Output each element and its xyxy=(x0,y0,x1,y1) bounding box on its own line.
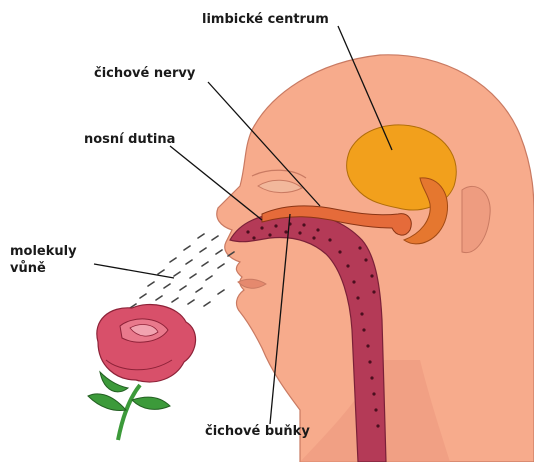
label-scent-molecules-line1: molekuly xyxy=(10,244,77,259)
rose xyxy=(88,304,196,440)
label-olfactory-nerves: čichové nervy xyxy=(94,66,195,81)
label-olfactory-cells: čichové buňky xyxy=(205,424,310,439)
label-scent-molecules-line2: vůně xyxy=(10,261,46,276)
label-nasal-cavity: nosní dutina xyxy=(84,132,175,147)
label-limbic-centre: limbické centrum xyxy=(202,12,329,27)
